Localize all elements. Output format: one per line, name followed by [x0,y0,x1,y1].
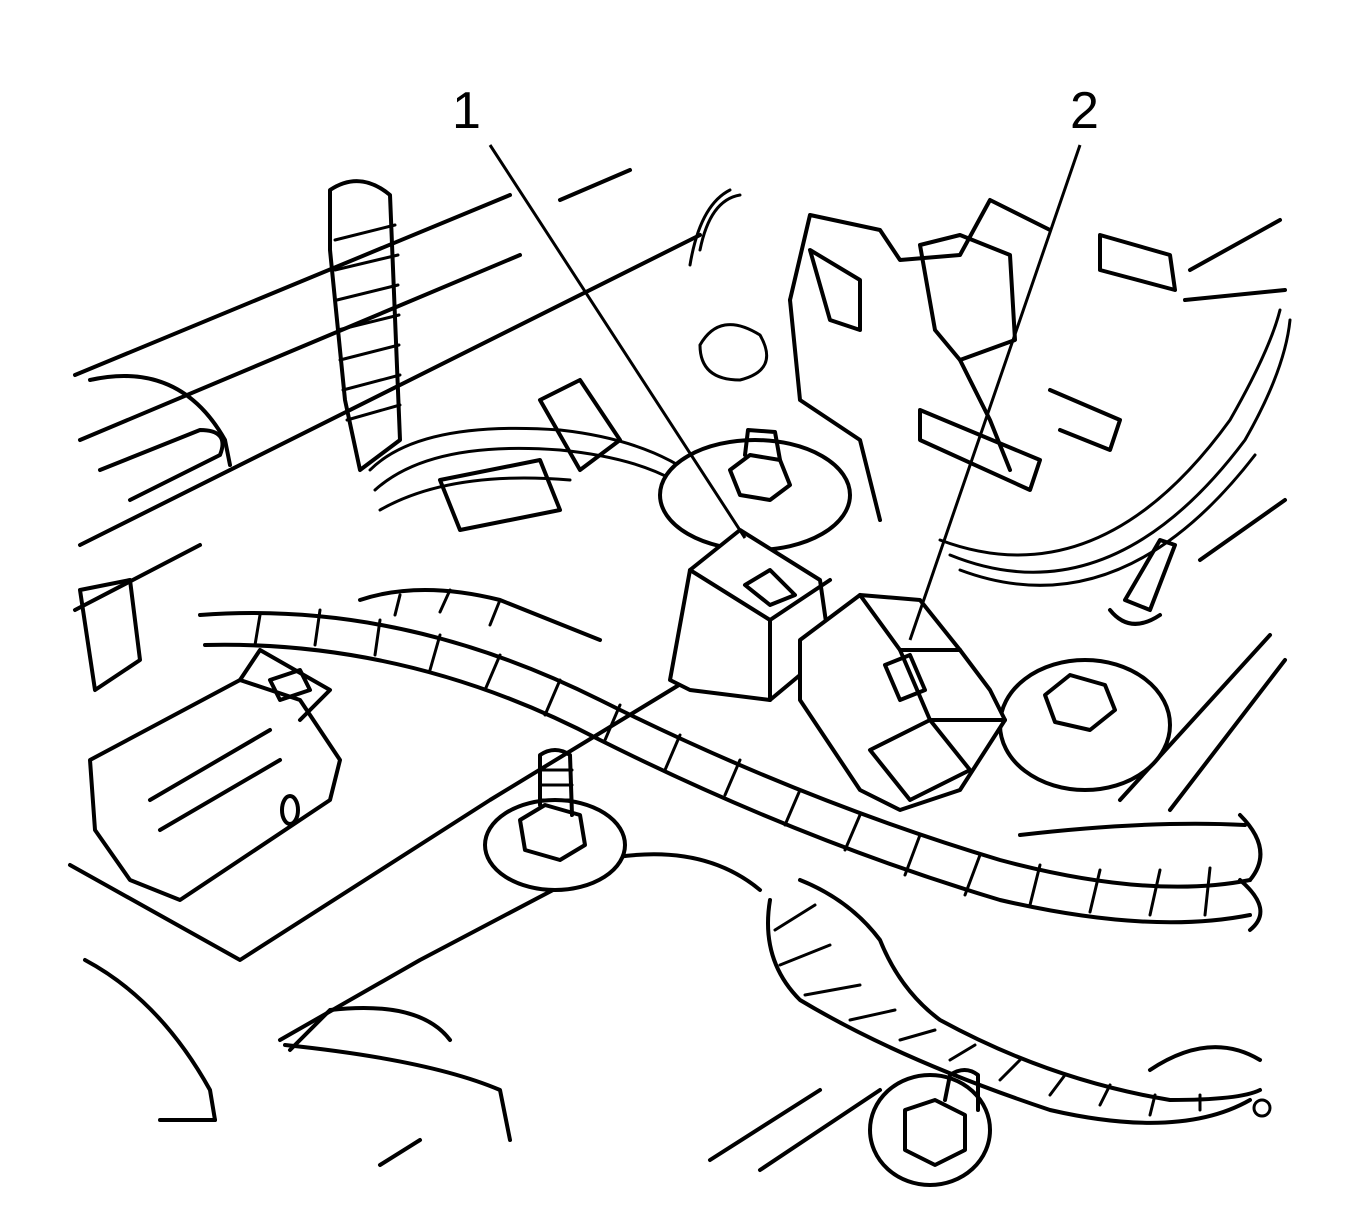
callout-2-leader [908,144,1082,641]
callout-2-label: 2 [1070,82,1099,140]
main-wire-harness [198,588,1263,932]
lower-wire-harness [766,878,1272,1125]
center-stud [483,748,627,892]
right-stud [1108,538,1177,626]
upper-bracket-assembly [788,198,1292,587]
callout-1-label: 1 [452,82,481,140]
callout-1-leader [488,144,747,539]
upper-horn-mount [658,428,852,552]
left-vertical-conduit [328,179,402,472]
bottom-stud [868,1068,992,1187]
harness-connector [798,593,1007,812]
lower-horn-mount [998,658,1172,792]
callout-leaders [488,144,1082,641]
engine-background-structure [68,168,1287,1172]
harness-wrap-stripes [253,608,1212,917]
left-sensor-connector [78,578,342,902]
